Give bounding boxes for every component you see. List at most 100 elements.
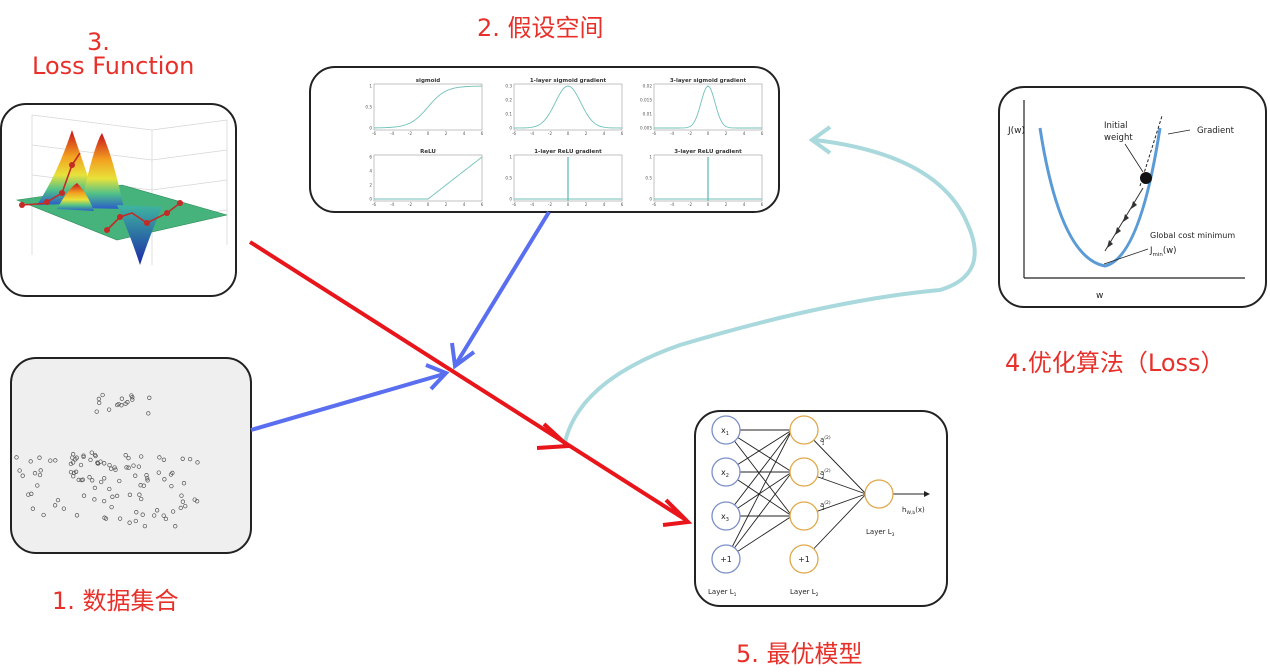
data-point-89 bbox=[134, 510, 139, 515]
ytick-4-1: 0.5 bbox=[505, 176, 512, 181]
x-axis-label: w bbox=[1096, 291, 1103, 301]
ytick-4-0: 1 bbox=[509, 155, 512, 160]
xtick-3-6: 6 bbox=[481, 202, 484, 207]
data-point-92 bbox=[137, 492, 142, 497]
data-point-71 bbox=[117, 478, 122, 484]
loss-number-caption: 3. bbox=[87, 28, 110, 56]
gradient-descent-plot: J(w) w Initial weight Gradient Global co… bbox=[1007, 100, 1245, 301]
xtick-4-5: 4 bbox=[603, 202, 606, 207]
data-point-108 bbox=[169, 483, 174, 489]
ytick-1-0: 0.3 bbox=[505, 84, 512, 89]
data-point-62 bbox=[78, 462, 84, 468]
xtick-4-3: 0 bbox=[567, 202, 570, 207]
data-point-93 bbox=[154, 508, 160, 513]
data-point-85 bbox=[179, 493, 184, 498]
ytick-5-0: 1 bbox=[649, 155, 652, 160]
data-point-26 bbox=[14, 455, 19, 460]
data-point-70 bbox=[133, 473, 138, 478]
xtick-0-2: -2 bbox=[408, 131, 412, 136]
data-point-55 bbox=[102, 476, 107, 481]
data-point-117 bbox=[181, 481, 187, 486]
data-point-73 bbox=[107, 462, 112, 468]
mid-arrowhead bbox=[536, 422, 573, 450]
plot-frame-3 bbox=[373, 154, 483, 202]
data-point-121 bbox=[170, 509, 176, 514]
data-point-7 bbox=[119, 396, 125, 401]
data-point-18 bbox=[88, 457, 93, 463]
data-point-40 bbox=[89, 450, 94, 455]
data-point-68 bbox=[136, 464, 142, 469]
data-point-20 bbox=[53, 458, 58, 463]
ytick-2-2: 0.01 bbox=[643, 112, 653, 117]
hidden-act-1: a(2)1 bbox=[820, 435, 831, 447]
data-point-13 bbox=[147, 395, 152, 400]
input-node-2: x2 bbox=[721, 468, 729, 479]
ytick-1-3: 0 bbox=[509, 126, 512, 131]
xtick-1-3: 0 bbox=[567, 131, 570, 136]
data-point-33 bbox=[70, 460, 76, 465]
plot-frame-2 bbox=[653, 83, 763, 131]
xtick-5-4: 2 bbox=[725, 202, 728, 207]
data-point-11 bbox=[146, 411, 151, 416]
ytick-3-3: 0 bbox=[369, 197, 372, 202]
data-point-22 bbox=[32, 471, 38, 476]
data-point-16 bbox=[20, 473, 25, 478]
data-point-76 bbox=[95, 461, 101, 466]
data-point-36 bbox=[38, 468, 43, 473]
data-point-105 bbox=[61, 506, 67, 511]
data-point-119 bbox=[90, 478, 95, 483]
data-point-50 bbox=[87, 475, 92, 480]
data-point-0 bbox=[119, 403, 124, 408]
data-point-61 bbox=[108, 466, 114, 471]
xtick-2-1: -4 bbox=[670, 131, 674, 136]
layer2-label: Layer L2 bbox=[790, 588, 819, 598]
data-point-114 bbox=[79, 477, 84, 483]
data-point-51 bbox=[195, 460, 200, 465]
data-point-120 bbox=[127, 520, 132, 525]
dataset-scatter bbox=[14, 392, 200, 529]
input-node-3: x3 bbox=[721, 512, 729, 523]
data-point-54 bbox=[162, 477, 167, 482]
xtick-0-0: -6 bbox=[372, 131, 376, 136]
data-point-83 bbox=[183, 503, 188, 509]
data-point-38 bbox=[156, 470, 161, 475]
data-point-90 bbox=[99, 479, 104, 485]
plot-curve-1 bbox=[513, 85, 623, 129]
plot-title-1: 1-layer sigmoid gradient bbox=[530, 78, 607, 84]
data-point-127 bbox=[142, 523, 148, 529]
data-point-41 bbox=[48, 458, 53, 463]
ytick-0-1: 0.5 bbox=[365, 105, 372, 110]
xtick-1-5: 4 bbox=[603, 131, 606, 136]
hidden-bias-node: +1 bbox=[798, 555, 810, 564]
data-point-88 bbox=[117, 516, 123, 521]
ytick-1-2: 0.1 bbox=[505, 112, 512, 117]
data-point-19 bbox=[17, 468, 22, 473]
xtick-2-3: 0 bbox=[707, 131, 710, 136]
data-point-97 bbox=[103, 516, 109, 521]
data-point-104 bbox=[52, 503, 58, 508]
ytick-4-2: 0 bbox=[509, 197, 512, 202]
data-point-113 bbox=[92, 497, 97, 502]
xtick-5-5: 4 bbox=[743, 202, 746, 207]
jmin-label: Jmin(w) bbox=[1149, 246, 1176, 258]
ytick-5-1: 0.5 bbox=[645, 176, 652, 181]
data-point-79 bbox=[145, 478, 150, 483]
xtick-1-0: -6 bbox=[512, 131, 516, 136]
data-point-29 bbox=[112, 465, 117, 470]
data-point-9 bbox=[123, 401, 128, 406]
xtick-1-4: 2 bbox=[585, 131, 588, 136]
data-point-58 bbox=[145, 476, 150, 481]
data-point-3 bbox=[94, 409, 99, 414]
xtick-1-6: 6 bbox=[621, 131, 624, 136]
hypothesis-arrowhead bbox=[450, 342, 476, 370]
initial-weight-label: Initial weight bbox=[1104, 121, 1133, 143]
data-point-63 bbox=[102, 461, 107, 466]
ytick-3-2: 2 bbox=[369, 183, 372, 188]
ytick-3-1: 4 bbox=[369, 169, 372, 174]
loss-arrow bbox=[248, 240, 688, 522]
data-point-87 bbox=[161, 513, 166, 518]
data-point-52 bbox=[73, 457, 78, 462]
plot-curve-3 bbox=[374, 156, 483, 200]
xtick-4-4: 2 bbox=[585, 202, 588, 207]
ytick-2-0: 0.02 bbox=[643, 84, 653, 89]
